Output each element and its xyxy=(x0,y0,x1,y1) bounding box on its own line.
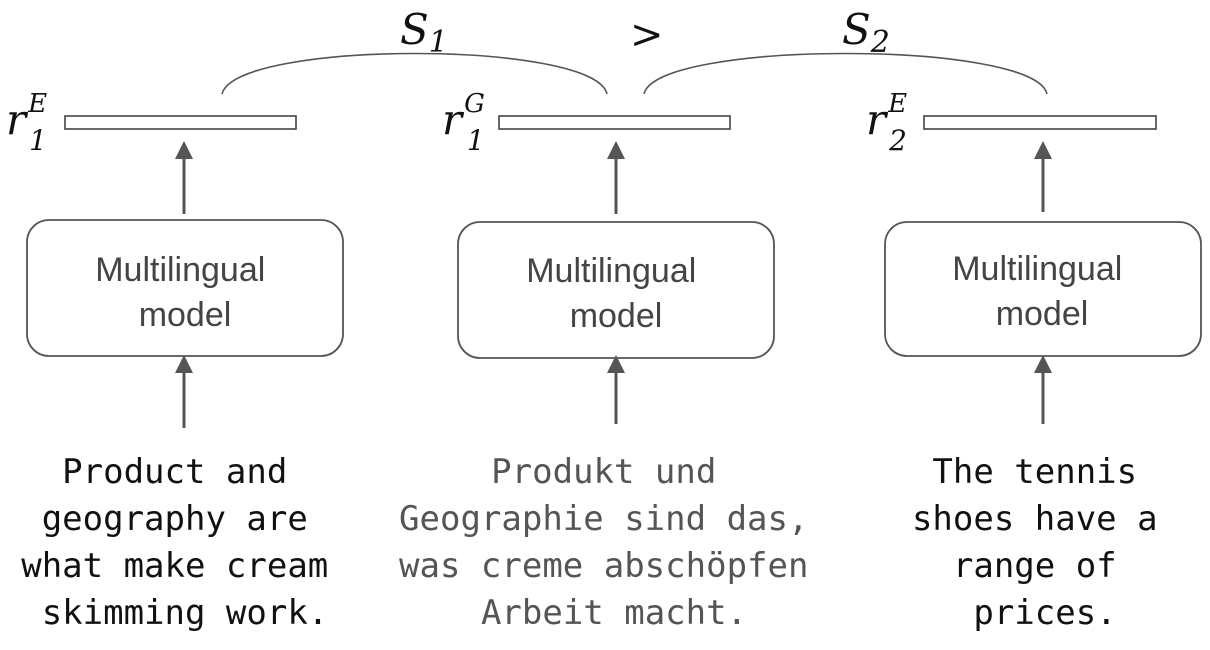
similarity-arc-s2 xyxy=(643,52,1048,95)
embedding-vector-bar xyxy=(498,115,731,130)
embedding-vector-bar xyxy=(64,115,297,130)
model-label: Multilingual model xyxy=(952,250,1132,333)
multilingual-model-box xyxy=(457,221,775,359)
similarity-label-s1: S1 xyxy=(400,5,448,60)
similarity-arc-s1 xyxy=(221,52,608,95)
embedding-vector-bar xyxy=(923,115,1157,130)
comparison-symbol: > xyxy=(630,12,664,58)
input-sentence-english-1: Product and geography are what make crea… xyxy=(21,452,349,633)
similarity-label-s2: S2 xyxy=(842,5,890,60)
multilingual-model-box xyxy=(884,221,1202,357)
model-label: Multilingual model xyxy=(95,251,275,334)
input-sentence-german: Produkt und Geographie sind das, was cre… xyxy=(399,452,829,633)
model-label: Multilingual model xyxy=(526,252,706,335)
input-sentence-english-2: The tennis shoes have a range of prices. xyxy=(912,452,1178,633)
